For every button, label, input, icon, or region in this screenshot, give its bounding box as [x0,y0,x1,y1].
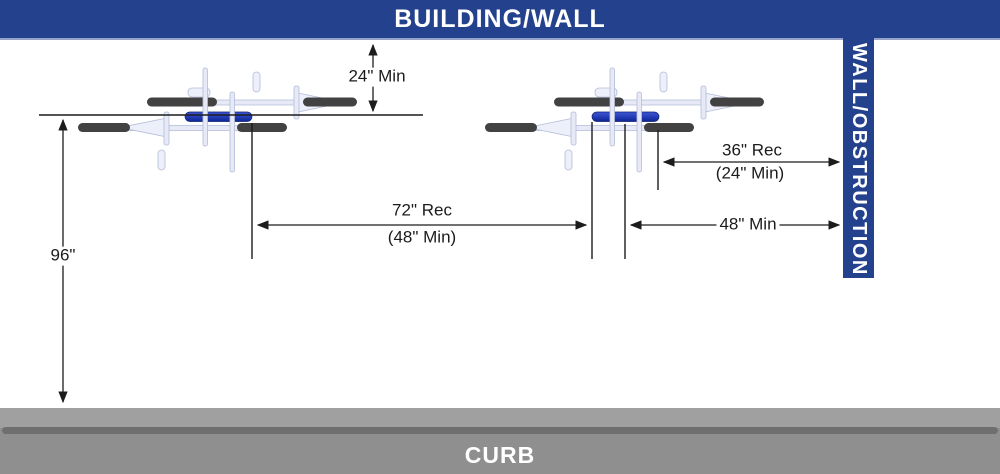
label-24-min: 24" Min [345,67,409,87]
label-72-rec: 72" Rec [392,200,452,220]
curb-top-strip [0,408,1000,428]
building-wall-banner: BUILDING/WALL [0,0,1000,40]
wall-obstruction-banner: WALL/OBSTRUCTION [843,38,874,278]
label-36-rec-min: (24" Min) [715,163,785,183]
wall-obstruction-label: WALL/OBSTRUCTION [848,43,870,276]
label-72-rec-min: (48" Min) [387,227,457,247]
label-96: 96" [47,246,79,266]
building-wall-label: BUILDING/WALL [394,4,606,33]
label-48-min: 48" Min [716,215,780,235]
bike-rack-left [77,67,358,173]
curb-band: CURB [0,408,1000,474]
curb-edge-lip [2,427,998,434]
curb-label: CURB [464,441,536,468]
label-36-rec: 36" Rec [722,140,782,160]
